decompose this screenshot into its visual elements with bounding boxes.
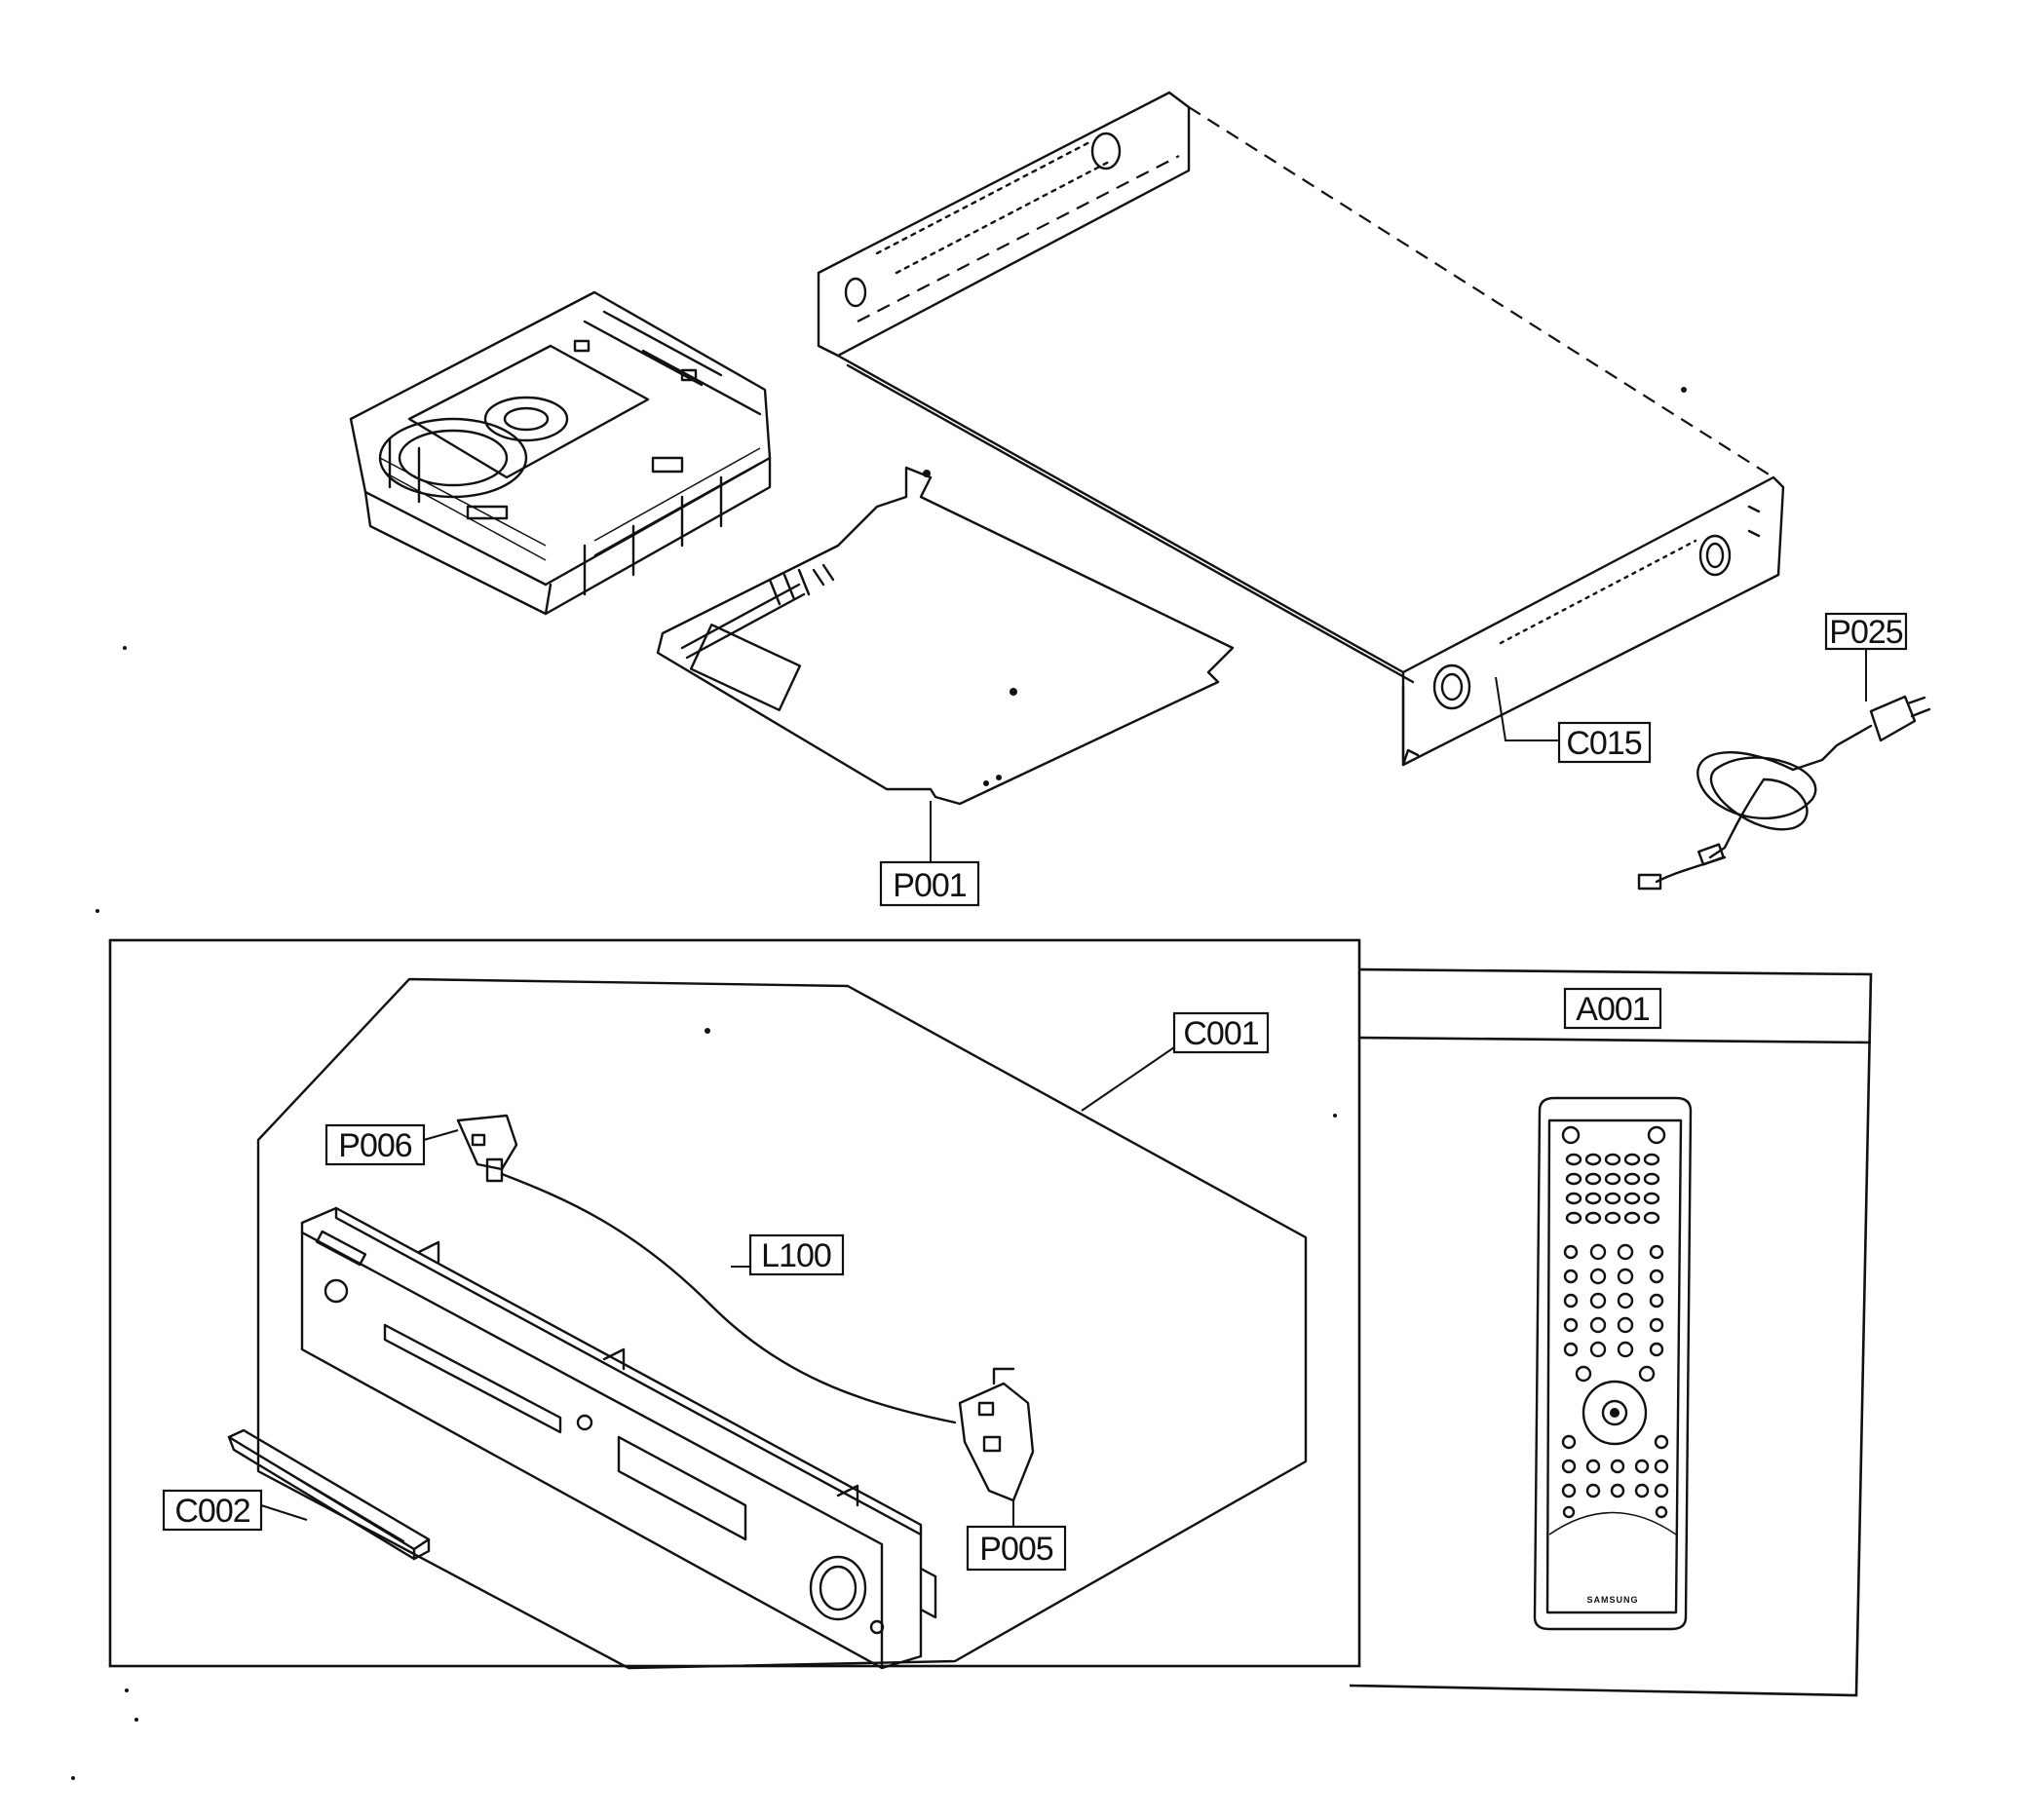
- svg-text:C001: C001: [1183, 1015, 1258, 1052]
- part-label-c002: C002: [162, 1489, 263, 1532]
- svg-text:P025: P025: [1829, 614, 1902, 651]
- svg-text:L100: L100: [761, 1237, 831, 1274]
- svg-text:P001: P001: [893, 867, 966, 904]
- cable-l100-drawing: [500, 1172, 957, 1424]
- display-board-p006-drawing: [456, 1114, 518, 1183]
- remote-brand-logo: SAMSUNG: [1586, 1595, 1638, 1605]
- svg-text:A001: A001: [1576, 991, 1649, 1028]
- svg-text:C002: C002: [174, 1493, 249, 1530]
- door-c002-drawing: [227, 1428, 431, 1561]
- dvd-loader-drawing: [349, 290, 772, 616]
- power-cord-drawing: [1637, 695, 1931, 891]
- part-label-p025: P025: [1824, 612, 1908, 651]
- function-board-p005-drawing: [958, 1367, 1035, 1502]
- part-label-c001: C001: [1172, 1011, 1270, 1054]
- remote-drawing: SAMSUNG: [1533, 1096, 1693, 1631]
- part-label-p006: P006: [324, 1123, 426, 1166]
- remote-button-grid: [1561, 1153, 1669, 1519]
- part-label-a001: A001: [1563, 987, 1662, 1030]
- part-label-p005: P005: [966, 1525, 1067, 1572]
- leader-lines: [260, 647, 1867, 1530]
- svg-text:P006: P006: [338, 1127, 411, 1164]
- part-label-l100: L100: [748, 1233, 845, 1276]
- top-cover-vents: [875, 139, 1697, 645]
- svg-text:C015: C015: [1566, 725, 1641, 762]
- part-label-c015: C015: [1557, 721, 1652, 764]
- front-panel-assembly-frame: [108, 938, 1873, 1697]
- scan-specks: [71, 646, 1337, 1780]
- main-pcb-drawing: [656, 466, 1235, 806]
- top-cover-drawing: [817, 91, 1785, 767]
- front-panel-drawing: [300, 1206, 937, 1670]
- part-label-p001: P001: [879, 860, 980, 907]
- svg-text:P005: P005: [979, 1531, 1052, 1568]
